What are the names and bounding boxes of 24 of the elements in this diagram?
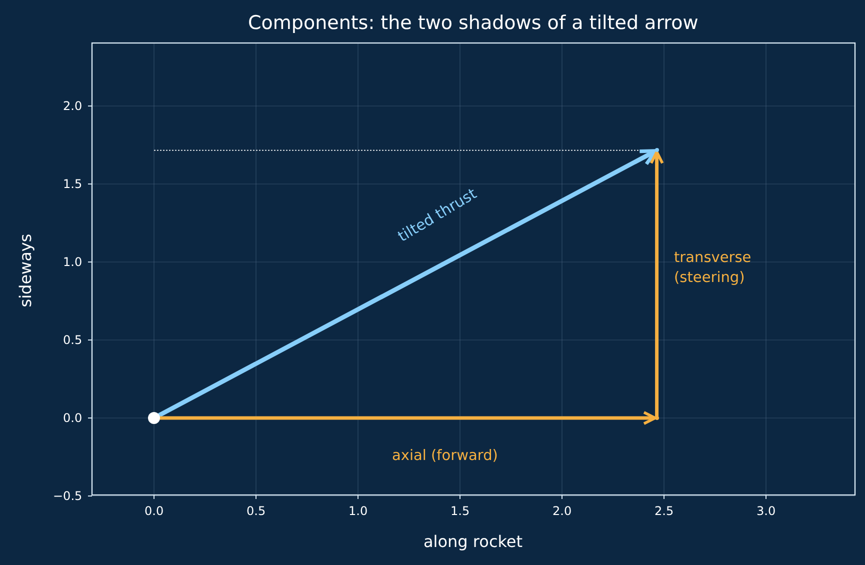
axis-title: along rocket	[424, 532, 523, 550]
edge-label: transverse (steering)	[674, 248, 752, 288]
tick-label: 0.5	[63, 333, 82, 347]
tick-label: 1.5	[63, 177, 82, 191]
tick-label: 1.0	[348, 504, 368, 518]
tick-label: 0.5	[246, 504, 266, 518]
edge-label: axial (forward)	[392, 448, 498, 464]
arrow	[157, 149, 658, 418]
tick-label: 0.0	[144, 504, 164, 518]
tick-label: 2.0	[552, 504, 572, 518]
arrow-end-point	[654, 148, 659, 152]
axis-title: sideways	[16, 233, 35, 307]
arrow-end-point	[654, 416, 659, 420]
origin-dot	[148, 412, 160, 424]
tick-label: −0.5	[53, 489, 82, 503]
tick-label: 1.5	[450, 504, 470, 518]
tick-label: 1.0	[63, 255, 82, 269]
arrow	[158, 411, 657, 425]
tick-label: 0.0	[63, 411, 82, 425]
arrow	[650, 150, 664, 418]
tick-label: 2.5	[654, 504, 674, 518]
tick-label: 2.0	[63, 99, 82, 113]
tick-label: 3.0	[756, 504, 776, 518]
chart-title: Components: the two shadows of a tilted arrow	[248, 12, 698, 34]
